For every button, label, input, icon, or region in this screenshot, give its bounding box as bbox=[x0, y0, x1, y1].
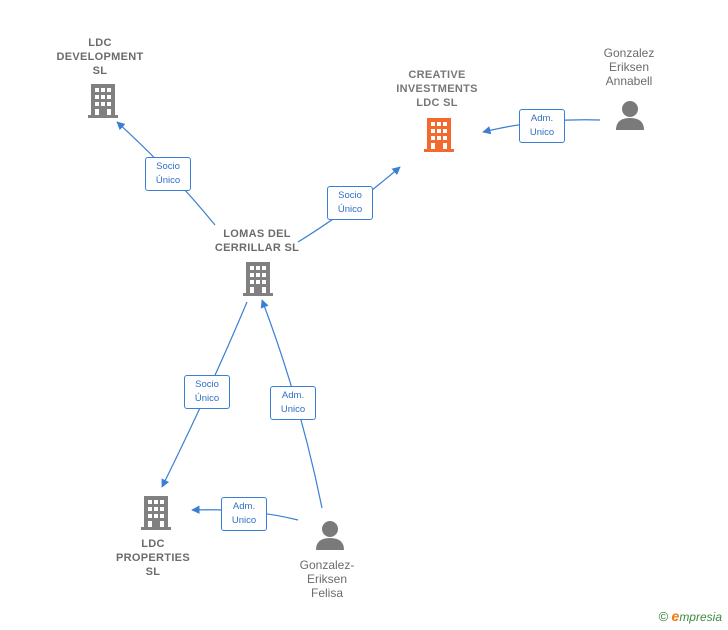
edge-label-adm-unico: Adm. Unico bbox=[221, 497, 267, 531]
edge-label-adm-unico: Adm. Unico bbox=[519, 109, 565, 143]
building-icon bbox=[243, 262, 273, 296]
brand-footer: © empresia bbox=[659, 608, 722, 624]
node-label-ldc-development[interactable]: LDC DEVELOPMENT SL bbox=[56, 37, 144, 77]
node-label-lomas-del-cerrillar[interactable]: LOMAS DEL CERRILLAR SL bbox=[214, 228, 300, 254]
brand-logo-initial: e bbox=[671, 608, 680, 624]
node-label-ldc-properties[interactable]: LDC PROPERTIES SL bbox=[116, 538, 190, 578]
node-label-creative-investments[interactable]: CREATIVE INVESTMENTS LDC SL bbox=[396, 69, 478, 109]
person-icon bbox=[316, 521, 344, 550]
person-icon bbox=[616, 101, 644, 130]
building-icon bbox=[141, 496, 171, 530]
edge-label-socio-unico: Socio Único bbox=[184, 375, 230, 409]
node-label-gonzalez-annabell[interactable]: Gonzalez Eriksen Annabell bbox=[603, 46, 655, 88]
copyright-symbol: © bbox=[658, 609, 669, 624]
edge-label-socio-unico: Socio Único bbox=[327, 186, 373, 220]
edge-label-adm-unico: Adm. Unico bbox=[270, 386, 316, 420]
brand-logo-text: mpresia bbox=[679, 610, 722, 624]
building-icon-highlight bbox=[424, 118, 454, 152]
building-icon bbox=[88, 84, 118, 118]
edge-label-socio-unico: Socio Único bbox=[145, 157, 191, 191]
node-label-gonzalez-felisa[interactable]: Gonzalez- Eriksen Felisa bbox=[299, 558, 355, 600]
